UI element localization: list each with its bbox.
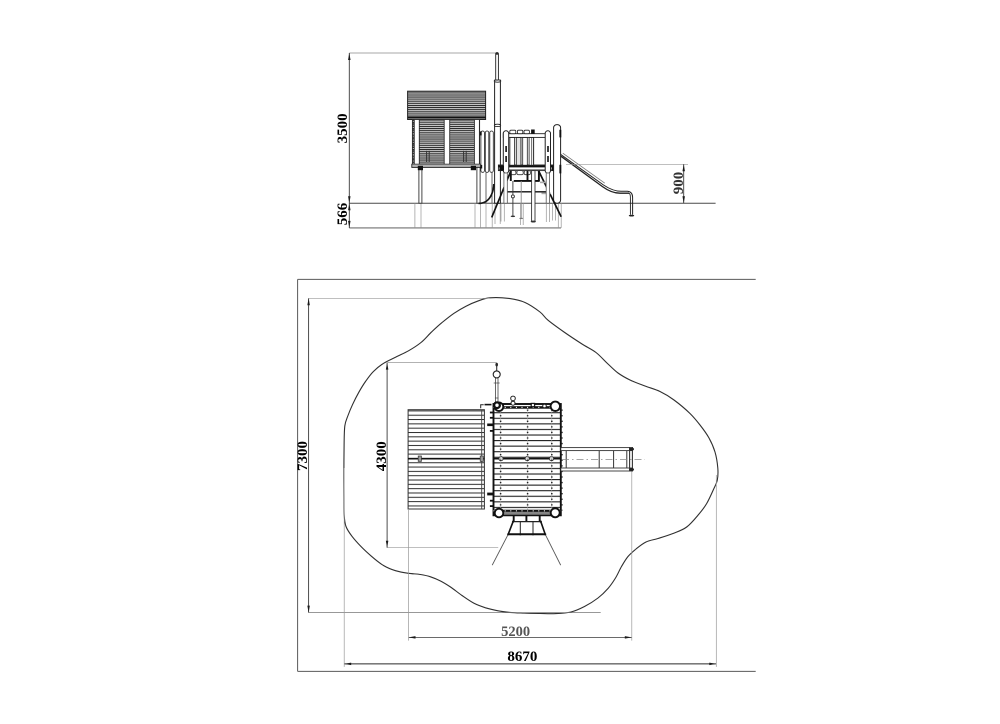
svg-text:566: 566 xyxy=(335,202,351,225)
svg-text:3500: 3500 xyxy=(335,113,351,143)
svg-text:7300: 7300 xyxy=(295,441,311,471)
svg-text:8670: 8670 xyxy=(507,649,537,665)
svg-text:4300: 4300 xyxy=(374,441,390,471)
svg-text:5200: 5200 xyxy=(501,624,530,640)
svg-text:900: 900 xyxy=(671,172,687,195)
